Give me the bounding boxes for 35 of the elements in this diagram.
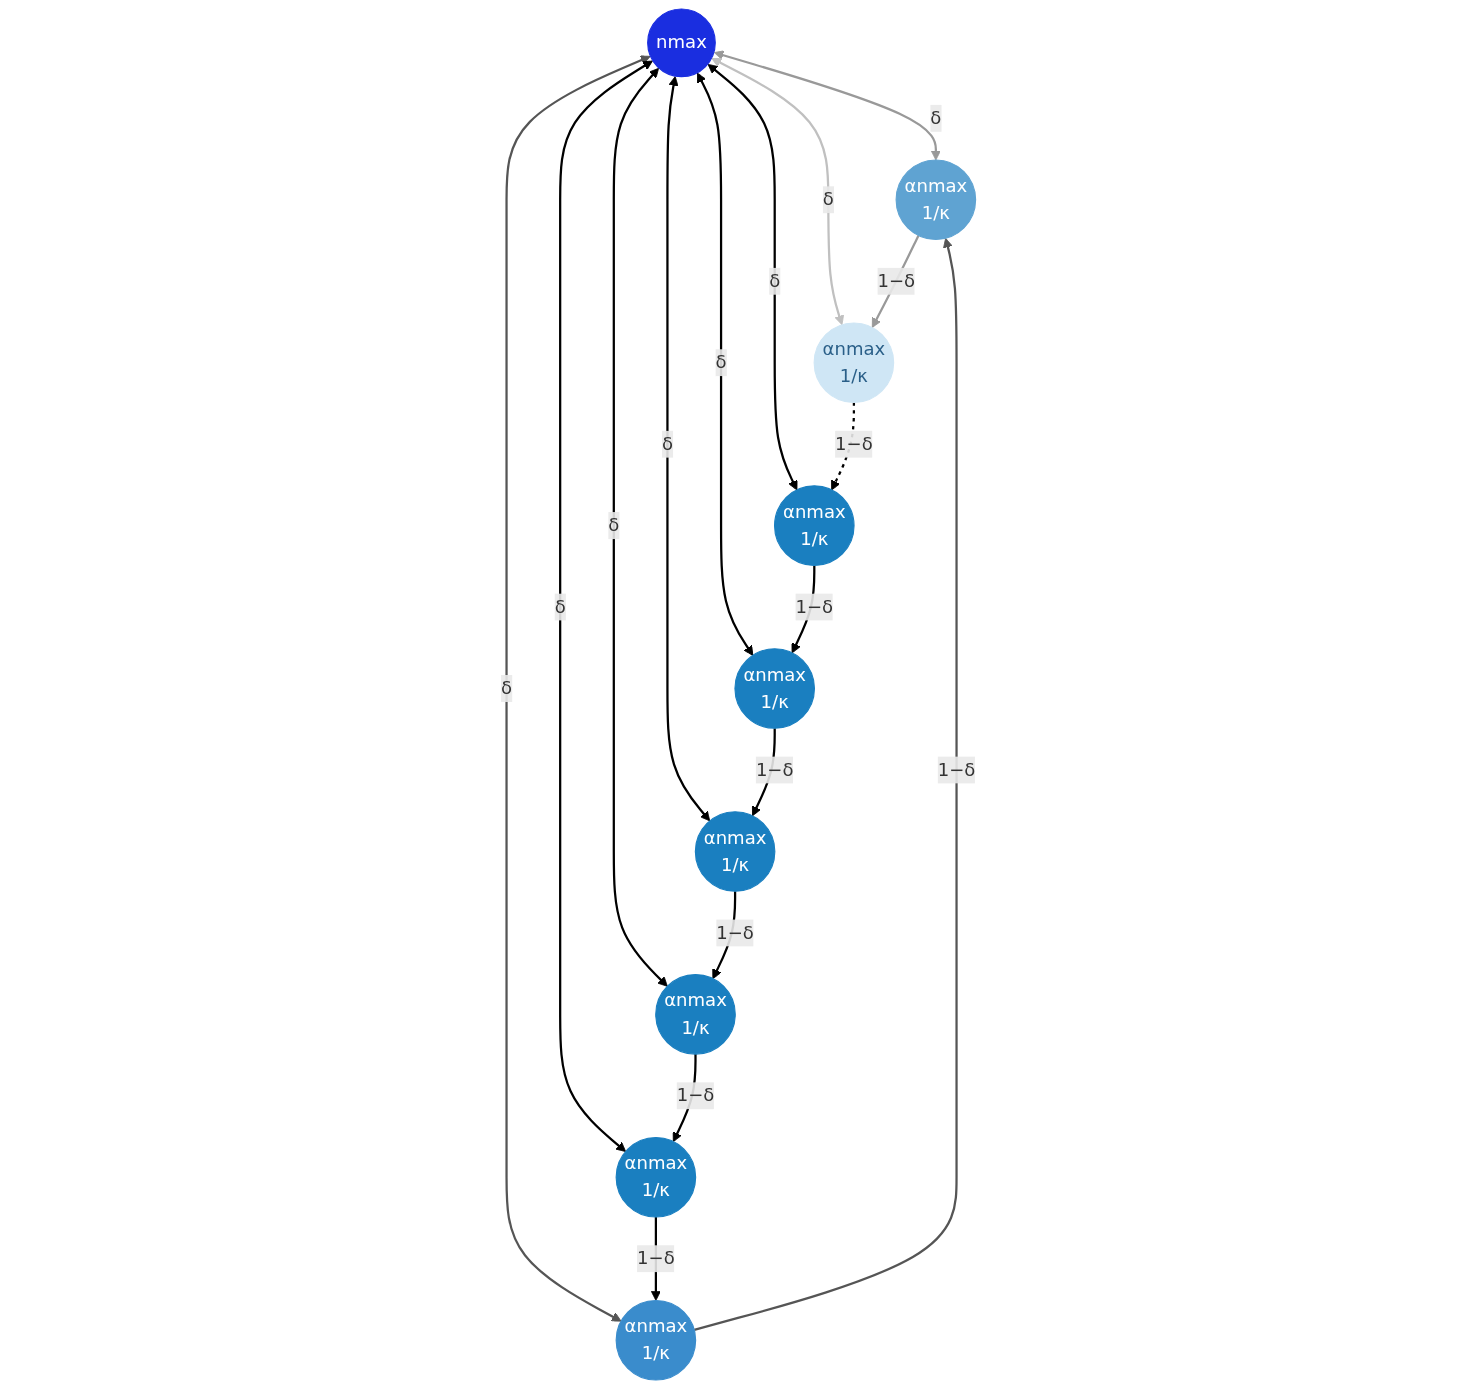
edge-label: 1−δ [937, 758, 976, 781]
edge-label: 1−δ [715, 921, 754, 944]
node-circle: αnmax 1/κ [694, 811, 776, 892]
edge-label: 1−δ [676, 1084, 714, 1106]
arrow [707, 63, 798, 491]
edge-label: 1−δ [834, 432, 873, 455]
edge-label: δ [715, 351, 727, 373]
node-circle: αnmax 1/κ [895, 159, 976, 241]
arrow [505, 55, 651, 1322]
edge-label: δ [500, 677, 512, 699]
arrow [693, 237, 958, 1331]
arrow [666, 76, 710, 822]
node-circle: αnmax 1/κ [773, 485, 855, 566]
node-circle: αnmax 1/κ [734, 648, 815, 729]
arrow [612, 67, 668, 987]
node-circle: αnmax 1/κ [654, 974, 736, 1055]
node-circle: αnmax 1/κ [615, 1136, 696, 1218]
edge-label: 1−δ [636, 1247, 675, 1269]
arrow [871, 235, 920, 328]
edge-label: δ [930, 107, 942, 129]
node-circle: αnmax 1/κ [615, 1299, 696, 1381]
arrow [558, 60, 653, 1152]
node-circle: αnmax 1/κ [813, 322, 894, 404]
node-circle: nmax [646, 8, 716, 78]
arrow [713, 50, 941, 161]
arrow [711, 58, 844, 326]
edge-label: δ [661, 432, 673, 455]
arrow [696, 72, 753, 656]
edge-label: δ [607, 514, 619, 536]
edge-label: 1−δ [795, 595, 833, 618]
edge-label: 1−δ [877, 270, 915, 292]
edge-label: 1−δ [755, 758, 794, 781]
edge-label: δ [554, 595, 566, 618]
edge-label: δ [822, 188, 834, 210]
edge-label: δ [768, 270, 780, 292]
